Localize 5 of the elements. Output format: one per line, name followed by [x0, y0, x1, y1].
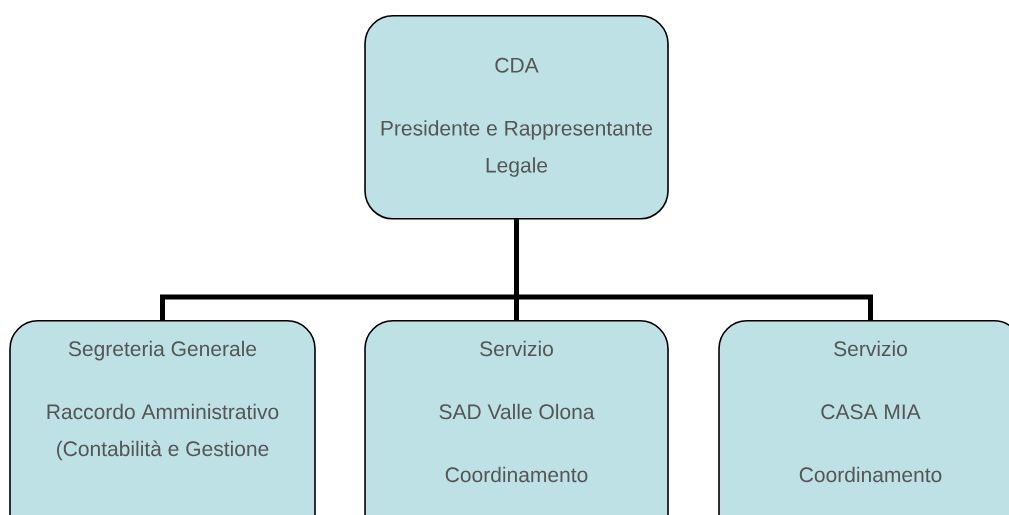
org-box: Servizio SAD Valle Olona Coordinamento — [364, 320, 669, 515]
org-box: Servizio CASA MIA Coordinamento — [718, 320, 1009, 515]
connector-line — [514, 219, 873, 320]
org-box: CDA Presidente e Rappresentante Legale — [364, 15, 669, 220]
org-box: Segreteria Generale Raccordo Amministrativo (Contabilità e Gestione — [9, 320, 316, 515]
